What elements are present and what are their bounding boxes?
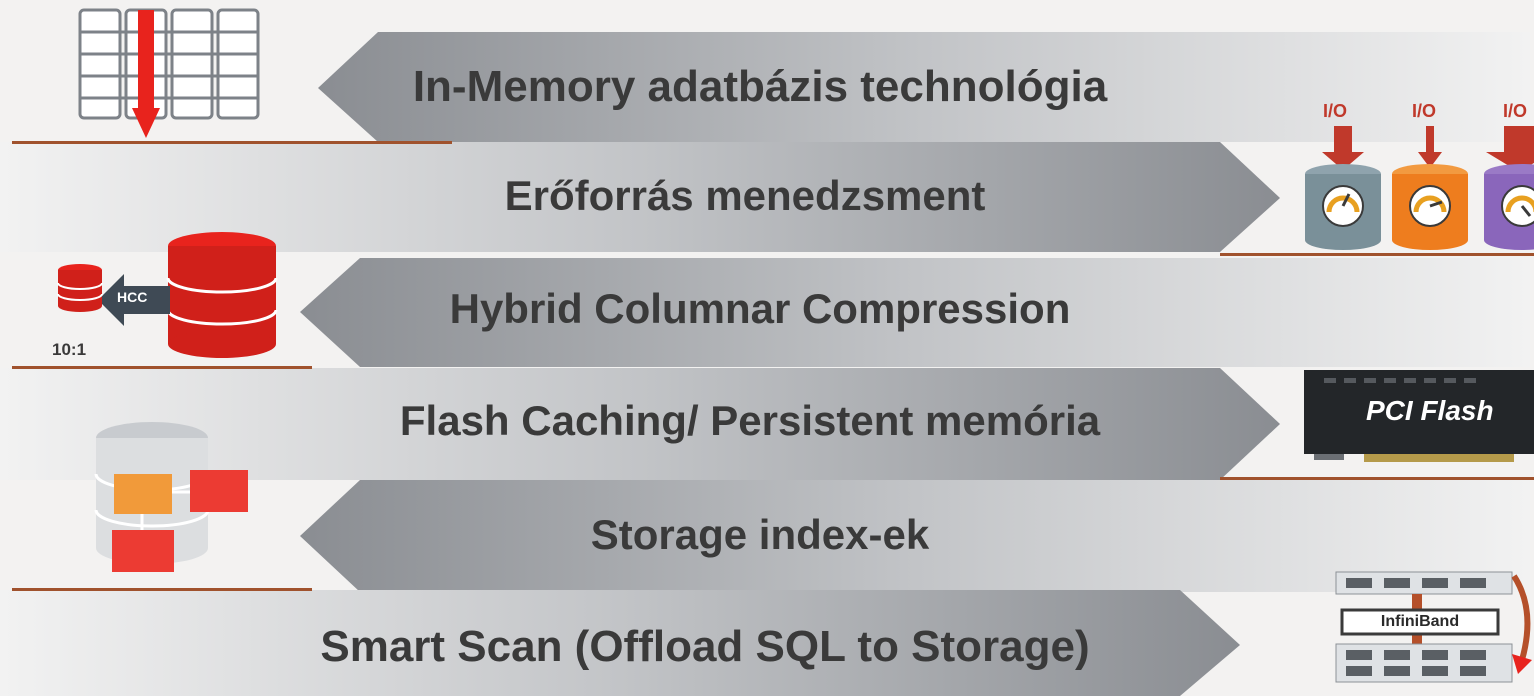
hcc-ratio: 10:1 [52,340,87,359]
divider-5 [12,588,312,591]
arrow-row-3 [300,258,1530,367]
row-label-5: Storage index-ek [590,511,930,558]
arrow-row-1 [318,32,1530,142]
arrow-row-5 [300,480,1530,592]
infiniband-label: InfiniBand [1380,613,1460,630]
row-label-3: Hybrid Columnar Compression [449,285,1071,332]
arrow-row-4 [0,368,1280,480]
hcc-tag: HCC [117,289,148,305]
storage-index-icon [94,422,248,572]
hcc-compression-icon [57,232,278,358]
pci-flash-label: PCI Flash [1366,395,1494,426]
arrow-row-6 [0,590,1240,696]
io-label-2: I/O [1412,101,1437,121]
row-label-4: Flash Caching/ Persistent memória [399,397,1101,444]
row-label-6: Smart Scan (Offload SQL to Storage) [320,622,1090,671]
infiniband-servers-icon [1335,571,1532,683]
divider-3 [12,366,312,369]
arrow-row-2 [0,142,1280,252]
pci-flash-card-icon [1304,370,1534,462]
divider-2 [1220,253,1534,256]
row-label-2: Erőforrás menedzsment [504,172,986,219]
in-memory-columns-icon [78,8,260,138]
divider-4 [1220,477,1534,480]
io-disks-icon [1305,126,1534,250]
row-label-1: In-Memory adatbázis technológia [412,62,1108,111]
io-label-3: I/O [1503,101,1528,121]
divider-1 [12,141,452,144]
io-label-1: I/O [1323,101,1348,121]
